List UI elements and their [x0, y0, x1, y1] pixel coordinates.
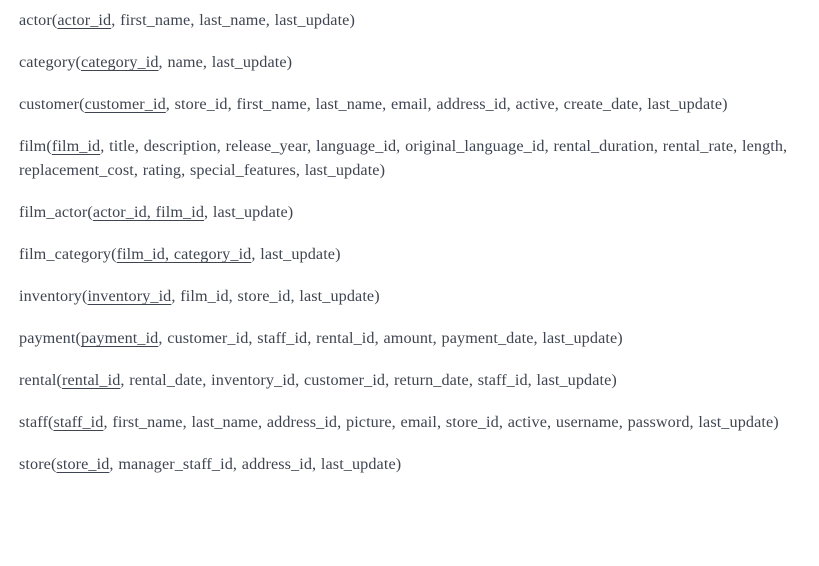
relation-name: rental	[19, 371, 57, 389]
remaining-attributes: , manager_staff_id, address_id, last_upd…	[109, 455, 402, 473]
primary-key-attributes: film_id, category_id	[116, 245, 252, 263]
open-paren: (	[111, 245, 117, 263]
open-paren: (	[50, 455, 57, 473]
relation-name: film_category	[19, 245, 112, 263]
schema-relation-list: actor(actor_id, first_name, last_name, l…	[19, 8, 805, 476]
relation-customer: customer(customer_id, store_id, first_na…	[19, 92, 805, 116]
primary-key-attributes: actor_id	[57, 11, 112, 29]
open-paren: (	[87, 203, 93, 221]
relation-name: category	[19, 53, 76, 71]
relation-inventory: inventory(inventory_id, film_id, store_i…	[19, 284, 805, 308]
remaining-attributes: , customer_id, staff_id, rental_id, amou…	[158, 329, 623, 347]
primary-key-attributes: category_id	[81, 53, 159, 71]
relation-staff: staff(staff_id, first_name, last_name, a…	[19, 410, 805, 434]
primary-key-attributes: store_id	[56, 455, 110, 473]
open-paren: (	[46, 137, 52, 155]
relation-film-category: film_category(film_id, category_id, last…	[19, 242, 805, 266]
remaining-attributes: , rental_date, inventory_id, customer_id…	[120, 371, 617, 389]
primary-key-attributes: rental_id	[61, 371, 121, 389]
open-paren: (	[75, 329, 81, 347]
open-paren: (	[79, 95, 85, 113]
relation-name: inventory	[19, 287, 82, 305]
relation-name: customer	[19, 95, 80, 113]
relation-name: actor	[19, 11, 52, 29]
open-paren: (	[75, 53, 82, 71]
primary-key-attributes: customer_id	[84, 95, 166, 113]
relation-store: store(store_id, manager_staff_id, addres…	[19, 452, 805, 476]
open-paren: (	[47, 413, 54, 431]
relation-name: payment	[19, 329, 76, 347]
relation-rental: rental(rental_id, rental_date, inventory…	[19, 368, 805, 392]
remaining-attributes: , film_id, store_id, last_update)	[171, 287, 380, 305]
remaining-attributes: , last_update)	[251, 245, 341, 263]
relation-actor: actor(actor_id, first_name, last_name, l…	[19, 8, 805, 32]
remaining-attributes: , first_name, last_name, last_update)	[111, 11, 355, 29]
relation-name: staff	[19, 413, 48, 431]
primary-key-attributes: inventory_id	[87, 287, 172, 305]
relation-film: film(film_id, title, description, releas…	[19, 134, 805, 182]
relation-category: category(category_id, name, last_update)	[19, 50, 805, 74]
relation-name: film	[19, 137, 47, 155]
relation-payment: payment(payment_id, customer_id, staff_i…	[19, 326, 805, 350]
remaining-attributes: , title, description, release_year, lang…	[19, 137, 788, 179]
remaining-attributes: , name, last_update)	[158, 53, 293, 71]
relation-name: store	[19, 455, 51, 473]
open-paren: (	[56, 371, 62, 389]
relation-film-actor: film_actor(actor_id, film_id, last_updat…	[19, 200, 805, 224]
remaining-attributes: , first_name, last_name, address_id, pic…	[103, 413, 779, 431]
remaining-attributes: , last_update)	[204, 203, 294, 221]
primary-key-attributes: staff_id	[53, 413, 104, 431]
primary-key-attributes: actor_id, film_id	[92, 203, 205, 221]
primary-key-attributes: film_id	[51, 137, 101, 155]
open-paren: (	[81, 287, 88, 305]
open-paren: (	[51, 11, 58, 29]
relation-name: film_actor	[19, 203, 88, 221]
primary-key-attributes: payment_id	[80, 329, 159, 347]
remaining-attributes: , store_id, first_name, last_name, email…	[165, 95, 728, 113]
